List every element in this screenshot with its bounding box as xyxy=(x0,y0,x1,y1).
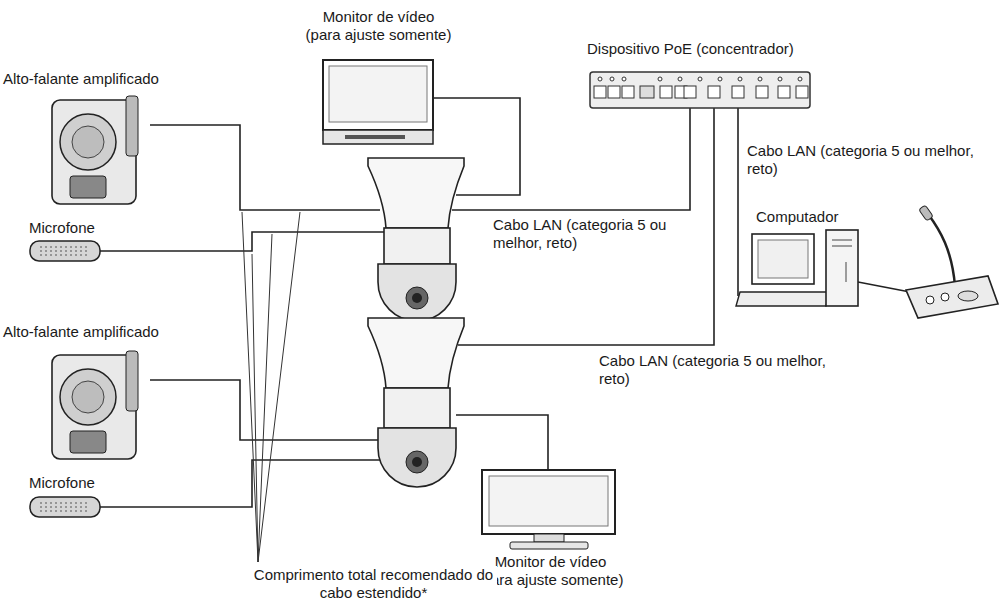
desk-microphone xyxy=(906,205,998,318)
speaker-panel xyxy=(70,176,106,198)
monitor-screen xyxy=(329,66,427,122)
leader-line xyxy=(252,254,258,562)
microphone-grille xyxy=(40,503,90,511)
computer-keyboard xyxy=(736,292,830,306)
device-label: Dispositivo PoE (concentrador) xyxy=(586,40,795,58)
camera-mount xyxy=(368,158,464,228)
leader-line xyxy=(258,234,272,562)
device-label: Microfone xyxy=(28,219,96,237)
cable-label: Cabo LAN (categoria 5 ou melhor, reto) xyxy=(598,352,830,388)
microphone-body xyxy=(30,497,100,517)
hub-body xyxy=(590,72,810,108)
computer-screen xyxy=(758,240,808,278)
video-cable xyxy=(456,415,548,470)
powered-speaker xyxy=(52,96,138,204)
lan-cable xyxy=(458,108,714,345)
hub-ports xyxy=(594,86,808,98)
microphone-button xyxy=(941,293,949,301)
speaker-cone xyxy=(72,381,104,413)
microphone-cable xyxy=(100,232,384,251)
cable-label: Cabo LAN (categoria 5 ou melhor, reto) xyxy=(746,142,994,178)
dome-camera xyxy=(368,158,464,321)
speaker-cone xyxy=(60,369,116,425)
speaker-cone xyxy=(72,126,104,158)
camera-lens xyxy=(406,287,428,309)
length-callout xyxy=(242,212,300,562)
camera-lens xyxy=(412,457,422,467)
monitor-screen xyxy=(489,476,608,526)
camera-dome xyxy=(378,264,456,321)
hub-leds xyxy=(598,77,802,81)
callout-note: Comprimento total recomendado do cabo es… xyxy=(250,566,497,602)
device-label: Monitor de vídeo (para ajuste somente) xyxy=(304,8,453,44)
device-label: Microfone xyxy=(28,474,96,492)
computer-tower-detail xyxy=(832,240,852,282)
microphone-body xyxy=(30,241,100,261)
computer xyxy=(736,230,858,306)
lan-cable xyxy=(452,108,690,210)
monitor-base xyxy=(323,130,433,144)
powered-speaker xyxy=(52,351,138,459)
monitor-frame xyxy=(482,470,615,534)
poe-hub xyxy=(590,72,810,108)
monitor-buttons xyxy=(345,135,405,139)
camera-dome xyxy=(378,428,456,487)
microphone-head xyxy=(919,205,934,221)
microphone-cable xyxy=(858,282,910,292)
leader-line xyxy=(242,212,258,562)
microphone-base xyxy=(906,276,998,318)
camera-lens xyxy=(412,293,422,303)
monitor-frame xyxy=(323,60,433,130)
speaker-body xyxy=(52,100,136,204)
cable-label: Cabo LAN (categoria 5 ou melhor, reto) xyxy=(492,216,699,252)
microphone xyxy=(30,497,100,517)
camera-body xyxy=(384,228,450,264)
leader-line xyxy=(258,212,300,562)
device-label: Monitor de vídeo (para ajuste somente) xyxy=(476,553,625,589)
speaker-body xyxy=(52,355,136,459)
camera-mount xyxy=(368,318,464,388)
microphone xyxy=(30,241,100,261)
speaker-cone xyxy=(60,114,116,170)
speaker-panel xyxy=(70,431,106,453)
computer-monitor xyxy=(752,234,814,284)
microphone-cable xyxy=(100,460,384,507)
speaker-bracket xyxy=(126,96,138,156)
device-label: Alto-falante amplificado xyxy=(2,70,160,88)
video-monitor xyxy=(323,60,433,144)
microphone-gooseneck xyxy=(928,214,955,286)
device-label: Computador xyxy=(755,208,840,226)
video-monitor xyxy=(482,470,615,549)
device-label: Alto-falante amplificado xyxy=(2,323,160,341)
speaker-bracket xyxy=(126,351,138,411)
computer-tower xyxy=(826,230,858,306)
dome-camera xyxy=(368,318,464,487)
camera-lens xyxy=(406,451,428,473)
microphone-grille xyxy=(40,247,90,255)
monitor-base xyxy=(510,542,588,549)
camera-body xyxy=(384,388,450,428)
microphone-button xyxy=(958,291,978,301)
speaker-cable xyxy=(150,380,384,440)
lan-cable xyxy=(737,108,739,296)
microphone-button xyxy=(926,296,934,304)
monitor-stand xyxy=(534,534,564,542)
